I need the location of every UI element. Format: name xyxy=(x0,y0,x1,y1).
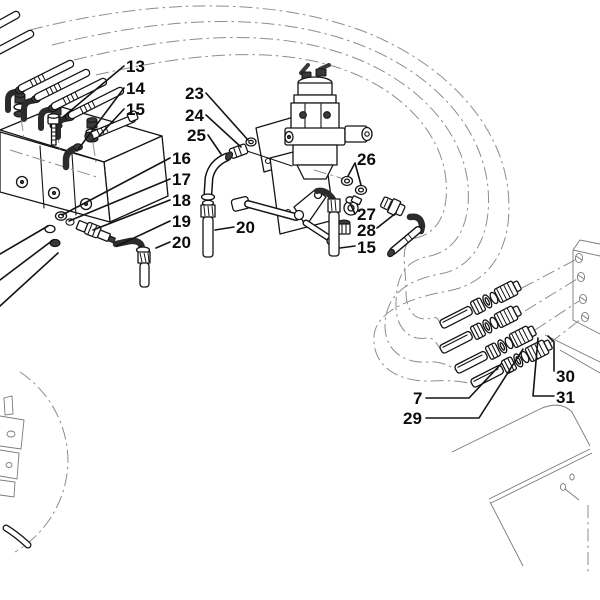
hose-15-center xyxy=(314,187,341,257)
callout-17: 17 xyxy=(172,170,191,189)
banjo-chain-26-28 xyxy=(340,175,426,258)
callout-18: 18 xyxy=(172,191,191,210)
panel-outline xyxy=(451,404,593,572)
callout-25: 25 xyxy=(187,126,206,145)
callout-26: 26 xyxy=(357,150,376,169)
hose-fitting-rows xyxy=(436,277,555,392)
callout-29: 29 xyxy=(403,409,422,428)
callout-30: 30 xyxy=(556,367,575,386)
hose-15-top xyxy=(84,110,139,143)
callout-14: 14 xyxy=(126,79,145,98)
brake-valve-assembly xyxy=(230,63,373,247)
callout-15-center: 15 xyxy=(357,238,376,257)
bolt-13 xyxy=(47,113,60,146)
adapter-23-24 xyxy=(228,137,257,159)
fitting-chain-16-20 xyxy=(54,211,151,288)
phantom-detail-circle xyxy=(0,371,69,553)
callout-28: 28 xyxy=(357,221,376,240)
callout-20: 20 xyxy=(172,233,191,252)
callout-23: 23 xyxy=(185,84,204,103)
elbow-25-hose-20 xyxy=(200,151,234,258)
callout-27: 27 xyxy=(357,205,376,224)
hose-routing-lines xyxy=(29,5,510,385)
callout-24: 24 xyxy=(185,106,204,125)
callout-31: 31 xyxy=(556,388,575,407)
callout-20-center: 20 xyxy=(236,218,255,237)
callout-16: 16 xyxy=(172,149,191,168)
mounting-plate xyxy=(521,239,600,374)
callout-15: 15 xyxy=(126,100,145,119)
callout-19: 19 xyxy=(172,212,191,231)
callout-7: 7 xyxy=(413,389,423,408)
leader-lines xyxy=(61,65,555,419)
callout-13: 13 xyxy=(126,57,145,76)
